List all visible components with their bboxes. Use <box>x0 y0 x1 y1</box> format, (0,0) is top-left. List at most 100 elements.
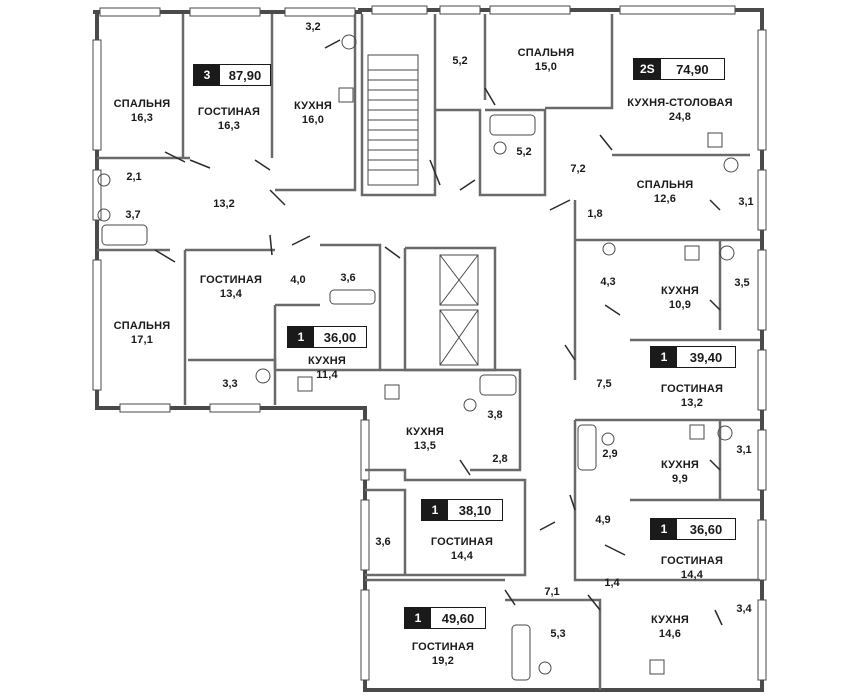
room-name: СПАЛЬНЯ <box>113 320 171 332</box>
apartment-rooms: 3 <box>194 65 220 85</box>
area-label: 4,3 <box>600 276 616 288</box>
room-name: КУХНЯ <box>660 285 700 297</box>
room-area: 14,4 <box>680 568 704 581</box>
room-area: 16,3 <box>217 119 241 132</box>
room-name: ГОСТИНАЯ <box>660 555 724 567</box>
apartment-badge: 1 39,40 <box>650 346 736 368</box>
windows <box>92 5 767 681</box>
doors <box>154 39 723 626</box>
area-label: 1,8 <box>587 208 603 220</box>
fixtures <box>97 34 739 681</box>
apartment-badge: 1 36,00 <box>287 326 367 348</box>
apartment-area: 39,40 <box>689 349 723 365</box>
room-name: СПАЛЬНЯ <box>113 98 171 110</box>
area-label: 3,4 <box>736 603 752 615</box>
area-label: 7,2 <box>570 163 586 175</box>
room-area: 17,1 <box>130 333 154 346</box>
apartment-badge: 1 36,60 <box>650 518 736 540</box>
room-name: КУХНЯ <box>293 100 333 112</box>
apartment-area: 36,00 <box>323 329 357 345</box>
area-label: 3,8 <box>487 409 503 421</box>
area-label: 3,6 <box>375 536 391 548</box>
exterior-walls <box>93 8 764 692</box>
room-area: 19,2 <box>431 654 455 667</box>
apartment-badge: 1 38,10 <box>421 499 503 521</box>
apartment-badge: 1 49,60 <box>404 607 486 629</box>
apartment-rooms: 1 <box>422 500 448 520</box>
apartment-area: 74,90 <box>676 61 709 77</box>
room-area: 13,4 <box>219 287 243 300</box>
room-area: 16,3 <box>130 111 154 124</box>
stairwell <box>367 54 419 186</box>
room-name: ГОСТИНАЯ <box>430 536 494 548</box>
room-name: ГОСТИНАЯ <box>411 641 475 653</box>
room-name: КУХНЯ <box>405 426 445 438</box>
area-label: 5,2 <box>452 55 468 67</box>
area-label: 4,0 <box>290 274 306 286</box>
area-label: 2,9 <box>602 448 618 460</box>
area-label: 5,3 <box>550 628 566 640</box>
apartment-area: 49,60 <box>441 610 475 626</box>
area-label: 2,8 <box>492 453 508 465</box>
apartment-rooms: 1 <box>651 519 677 539</box>
room-area: 14,6 <box>658 627 682 640</box>
interior-walls <box>97 14 760 690</box>
room-name: ГОСТИНАЯ <box>197 106 261 118</box>
room-area: 13,2 <box>680 396 704 409</box>
apartment-rooms: 1 <box>288 327 314 347</box>
area-label: 7,1 <box>544 586 560 598</box>
apartment-badge: 2S 74,90 <box>633 58 725 80</box>
area-label: 3,6 <box>340 272 356 284</box>
room-name: КУХНЯ <box>307 355 347 367</box>
area-label: 3,1 <box>736 444 752 456</box>
area-label: 13,2 <box>213 198 235 210</box>
area-label: 3,1 <box>738 196 754 208</box>
area-label: 3,5 <box>734 277 750 289</box>
room-area: 11,4 <box>316 368 338 381</box>
room-name: КУХНЯ <box>650 614 690 626</box>
room-area: 13,5 <box>413 439 437 452</box>
room-area: 14,4 <box>450 549 474 562</box>
area-label: 1,4 <box>604 577 620 589</box>
apartment-rooms: 1 <box>405 608 431 628</box>
apartment-area: 87,90 <box>228 67 262 83</box>
room-area: 12,6 <box>653 192 677 205</box>
room-name: КУХНЯ <box>660 459 700 471</box>
area-label: 3,3 <box>222 378 238 390</box>
room-area: 24,8 <box>668 110 692 123</box>
area-label: 2,1 <box>126 171 142 183</box>
apartment-rooms: 2S <box>634 59 661 79</box>
room-area: 9,9 <box>672 472 688 485</box>
apartment-rooms: 1 <box>651 347 677 367</box>
area-label: 7,5 <box>596 378 612 390</box>
room-area: 16,0 <box>301 113 325 126</box>
room-area: 10,9 <box>668 298 692 311</box>
room-area: 15,0 <box>534 60 558 73</box>
room-name: СПАЛЬНЯ <box>517 47 575 59</box>
room-name: ГОСТИНАЯ <box>199 274 263 286</box>
room-name: СПАЛЬНЯ <box>636 179 694 191</box>
apartment-area: 38,10 <box>458 502 492 518</box>
apartment-area: 36,60 <box>689 521 723 537</box>
apartment-badge: 3 87,90 <box>193 64 271 86</box>
area-label: 3,2 <box>305 21 321 33</box>
area-label: 3,7 <box>125 209 141 221</box>
room-name: ГОСТИНАЯ <box>660 383 724 395</box>
elevator-shafts <box>439 254 479 366</box>
